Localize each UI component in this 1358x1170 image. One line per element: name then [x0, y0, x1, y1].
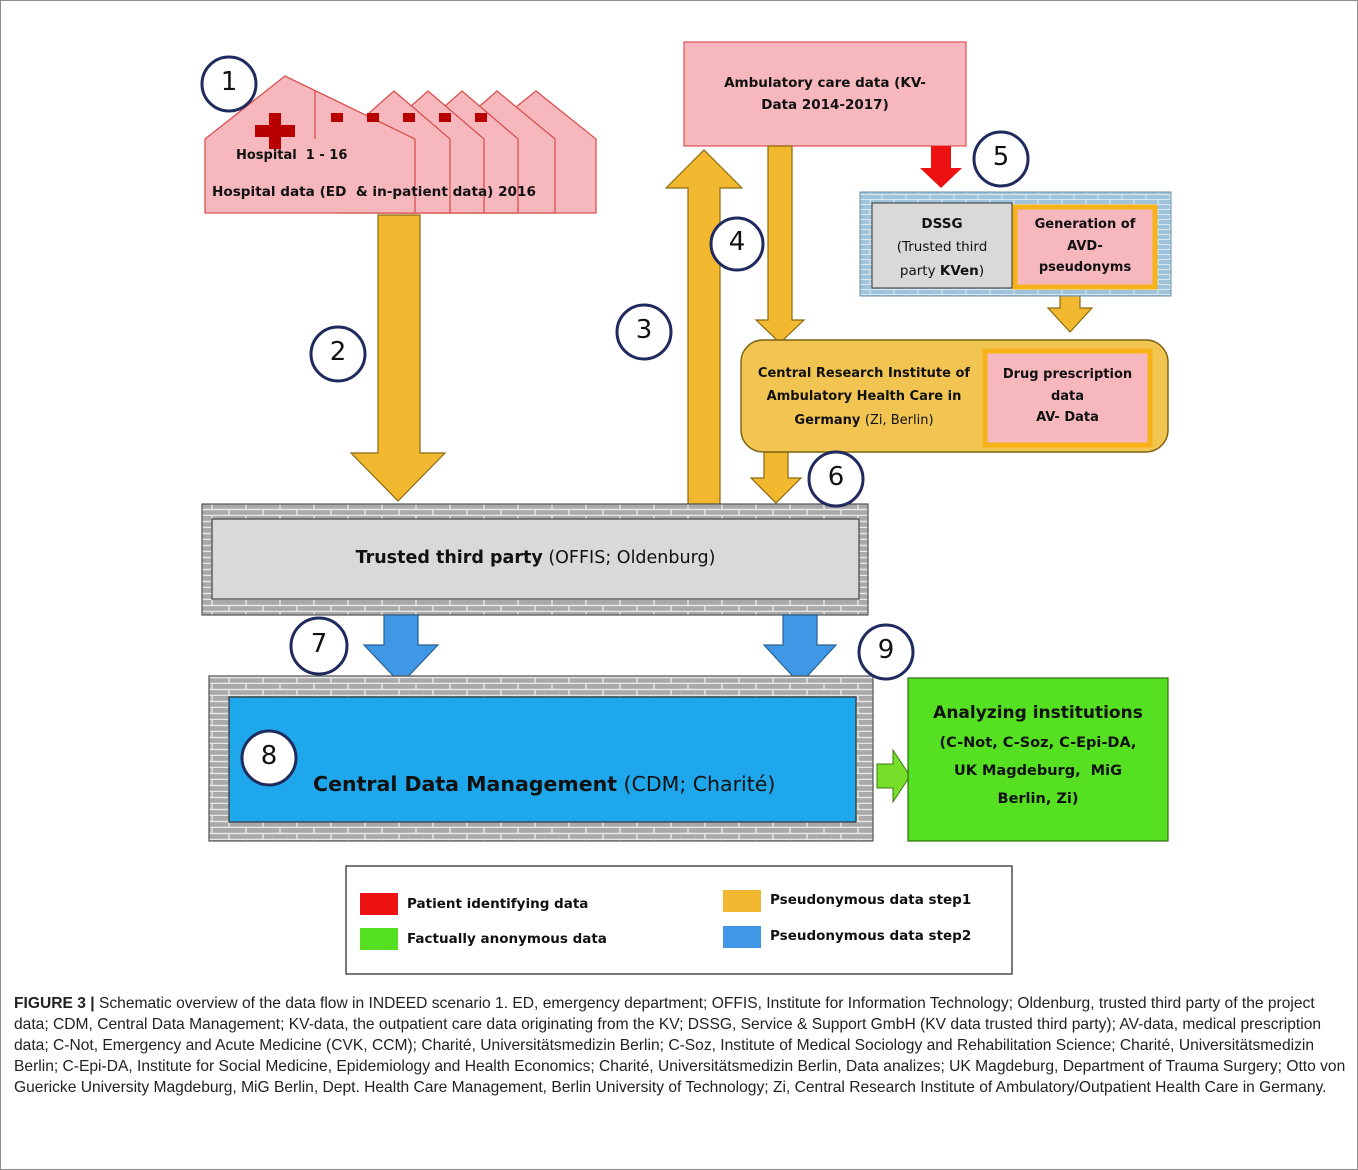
- arrow-green-to-analyzing: [876, 748, 911, 804]
- legend-label-yellow: Pseudonymous data step1: [770, 892, 972, 908]
- step-number-9: 9: [877, 635, 895, 665]
- ttp-rest-text: (OFFIS; Oldenburg): [542, 548, 716, 568]
- step-circle-4: [709, 216, 765, 272]
- legend-label-blue: Pseudonymous data step2: [770, 928, 972, 944]
- data-flow-diagram: [200, 41, 1172, 975]
- cdm-rest-text: (CDM; Charité): [617, 772, 776, 796]
- step-number-5: 5: [992, 142, 1010, 172]
- zi-line2: Ambulatory Health Care in: [766, 389, 962, 404]
- ttp-label: Trusted third party (OFFIS; Oldenburg): [212, 548, 859, 568]
- legend-label-red: Patient identifying data: [407, 896, 589, 912]
- drug-line3: AV- Data: [1036, 410, 1099, 425]
- step-number-1: 1: [220, 67, 238, 97]
- red-cross-icon: [255, 113, 295, 149]
- arrow-7-down: [362, 614, 440, 685]
- ambulatory-title-line2: Data 2014-2017): [761, 97, 889, 113]
- step-circle-7: [289, 616, 349, 676]
- hospital-house-1: [204, 75, 416, 214]
- step-circle-1: [200, 55, 258, 113]
- analyzing-line3: Berlin, Zi): [997, 791, 1079, 807]
- hospital-data-label: Hospital data (ED & in-patient data) 201…: [212, 184, 536, 200]
- legend-swatch-yellow: [723, 890, 761, 912]
- ttp-bold-text: Trusted third party: [355, 548, 543, 568]
- step-circle-3: [615, 303, 673, 361]
- dssg-party-text: party: [899, 263, 940, 279]
- arrow-red-to-dssg: [920, 146, 962, 188]
- legend-swatch-blue: [723, 926, 761, 948]
- step-number-7: 7: [310, 629, 328, 659]
- step-number-3: 3: [635, 315, 653, 345]
- legend-box: [345, 865, 1013, 975]
- step-circle-2: [309, 325, 367, 383]
- figure-caption: FIGURE 3 | Schematic overview of the dat…: [14, 993, 1346, 1098]
- dssg-paren-text: ): [978, 263, 985, 279]
- step-circles: [200, 55, 1030, 787]
- step-circle-8: [240, 729, 298, 787]
- legend-swatches: [360, 890, 761, 950]
- arrow-3-up: [664, 149, 744, 505]
- step-circle-9: [857, 623, 915, 681]
- step2-arrows: [362, 614, 838, 685]
- step-number-4: 4: [728, 227, 746, 257]
- drug-line2: data: [1050, 389, 1085, 404]
- generation-line1: Generation of: [1034, 217, 1136, 232]
- cdm-box: [228, 696, 857, 823]
- zi-line1: Central Research Institute of: [757, 366, 971, 381]
- zi-germany-text: Germany: [794, 413, 865, 428]
- analyzing-box: [907, 677, 1169, 842]
- zi-line3: Germany (Zi, Berlin): [744, 413, 984, 428]
- arrow-6-down: [749, 451, 803, 504]
- dssg-box: [871, 202, 1013, 289]
- caption-text: Schematic overview of the data flow in I…: [14, 995, 1346, 1096]
- dssg-kven-line: party KVen): [872, 263, 1012, 279]
- arrow-4-down: [754, 145, 806, 344]
- drug-line1: Drug prescription: [1002, 367, 1133, 382]
- hospital-title: Hospital 1 - 16: [236, 148, 348, 163]
- step1-arrows: [349, 145, 1094, 505]
- dssg-label: DSSG: [921, 216, 963, 232]
- caption-label: FIGURE 3 |: [14, 995, 95, 1012]
- step-circle-5: [972, 130, 1030, 188]
- legend-swatch-red: [360, 893, 398, 915]
- dssg-subtitle: (Trusted third: [896, 239, 988, 255]
- arrow-7b-down: [762, 614, 838, 685]
- legend-label-green: Factually anonymous data: [407, 931, 607, 947]
- analyzing-line1: (C-Not, C-Soz, C-Epi-DA,: [939, 735, 1137, 751]
- legend-swatch-green: [360, 928, 398, 950]
- drug-prescription-box: [982, 348, 1153, 448]
- cdm-label: Central Data Management (CDM; Charité): [300, 748, 775, 796]
- zi-berlin-text: (Zi, Berlin): [864, 413, 934, 428]
- dssg-kven-text: KVen: [939, 263, 979, 279]
- arrow-2-down: [349, 214, 447, 502]
- step-number-6: 6: [827, 462, 845, 492]
- ttp-box: [211, 518, 860, 600]
- generation-line2: AVD-: [1067, 239, 1103, 254]
- step-circle-6: [807, 450, 865, 508]
- cdm-bold-text: Central Data Management: [313, 772, 618, 796]
- step-number-2: 2: [329, 337, 347, 367]
- generation-line3: pseudonyms: [1038, 260, 1132, 275]
- analyzing-line2: UK Magdeburg, MiG: [953, 763, 1122, 779]
- ambulatory-care-box: [683, 41, 967, 147]
- step-number-8: 8: [260, 741, 278, 771]
- generation-box: [1012, 204, 1158, 290]
- ambulatory-title-line1: Ambulatory care data (KV-: [724, 75, 926, 91]
- hospital-cross-icons: [255, 113, 487, 149]
- analyzing-title: Analyzing institutions: [933, 703, 1143, 723]
